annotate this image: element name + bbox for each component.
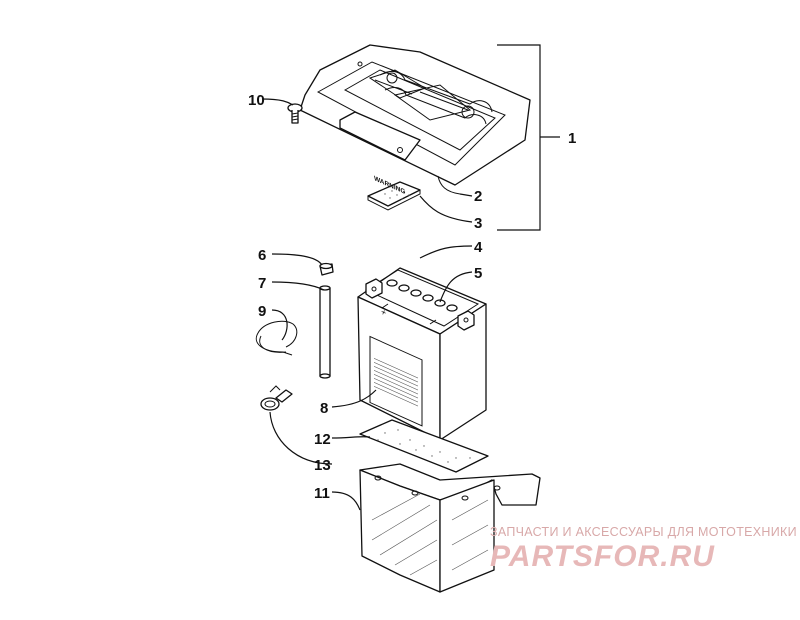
callout-numbers: 1 2 3 4 5 6 7 9 10 8 12 13 11: [248, 92, 576, 502]
spring-clamp: [260, 385, 293, 411]
watermark-subtitle: ЗАПЧАСТИ И АКСЕССУАРЫ ДЛЯ МОТОТЕХНИКИ: [490, 525, 797, 539]
tool-tray: [299, 44, 531, 186]
callout-3: 3: [474, 215, 482, 232]
pad: [367, 181, 421, 211]
callout-4: 4: [474, 239, 483, 256]
hose-clamp: [255, 320, 298, 356]
vent-tube: [319, 285, 331, 379]
watermark-logo: PARTSFOR.RU: [490, 540, 715, 573]
battery-box: [359, 463, 541, 593]
callout-7: 7: [258, 275, 266, 292]
svg-text:+: +: [379, 307, 388, 318]
tray-strap: [437, 175, 461, 195]
leader-lines: [261, 44, 560, 511]
callout-12: 12: [314, 431, 331, 448]
callout-8: 8: [320, 400, 328, 417]
battery: + WARNING: [357, 175, 487, 441]
callout-8-9-label: 9: [258, 303, 266, 320]
callout-13: 13: [314, 457, 331, 474]
battery-pad: [359, 419, 489, 473]
vent-cap: [319, 262, 334, 276]
callout-1: 1: [568, 130, 576, 147]
callout-2: 2: [474, 188, 482, 205]
callout-6: 6: [258, 247, 266, 264]
callout-10: 10: [248, 92, 265, 109]
callout-11: 11: [314, 485, 330, 502]
callout-5: 5: [474, 265, 482, 282]
screw: [287, 103, 303, 124]
